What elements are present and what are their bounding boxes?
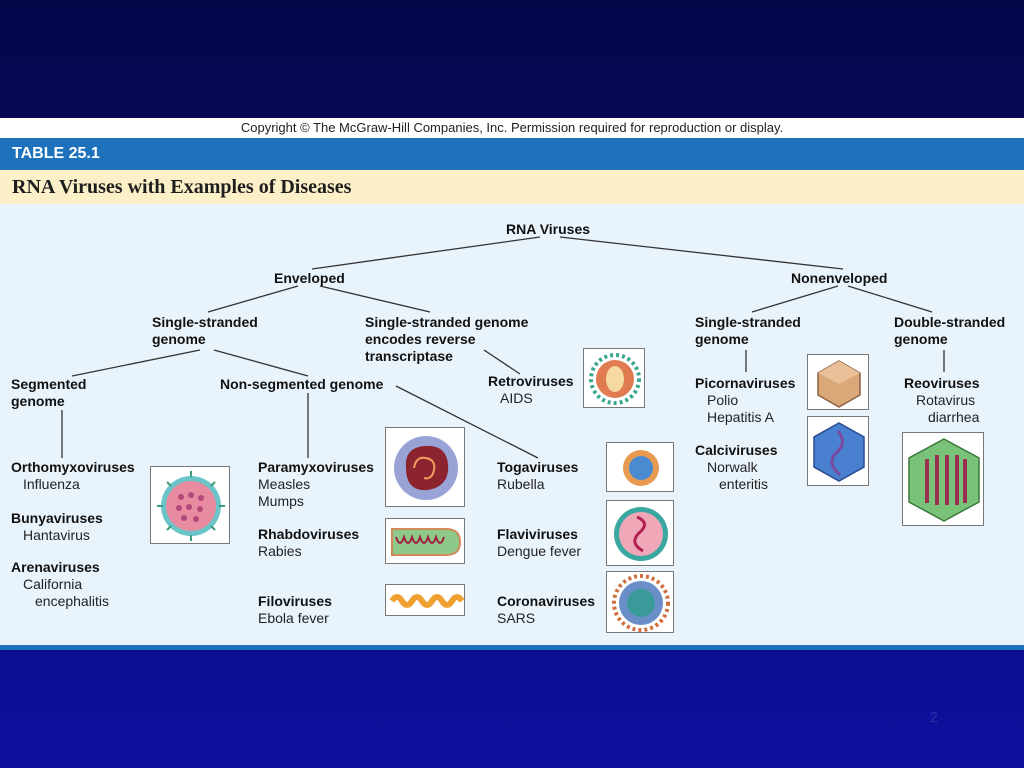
picorna-example-1: Polio — [707, 392, 739, 408]
filo-example: Ebola fever — [258, 610, 329, 626]
copyright-notice: Copyright © The McGraw-Hill Companies, I… — [0, 118, 1024, 138]
paramyxo-name: Paramyxoviruses — [258, 459, 374, 475]
corona-image — [606, 571, 674, 633]
togavirus-icon — [623, 450, 659, 486]
corona-name: Coronaviruses — [497, 593, 596, 609]
bunya-name: Bunyaviruses — [11, 510, 103, 526]
table-panel: Copyright © The McGraw-Hill Companies, I… — [0, 118, 1024, 650]
orthomyxo-name: Orthomyxoviruses — [11, 459, 135, 475]
slide-number: 2 — [929, 709, 938, 726]
rhabdovirus-icon — [391, 528, 462, 556]
orthomyxovirus-icon — [157, 471, 225, 541]
line-env-single — [207, 285, 299, 313]
calci-image — [807, 416, 869, 486]
line-root-enveloped — [311, 236, 541, 270]
table-title: RNA Viruses with Examples of Diseases — [0, 170, 1024, 204]
line-nonseg-toga — [395, 385, 539, 459]
reovirus-icon — [908, 438, 980, 522]
paramyxo-example-1: Measles — [258, 476, 311, 492]
reo-name: Reoviruses — [904, 375, 980, 391]
line-env-rt — [319, 285, 431, 313]
paramyxo-example-2: Mumps — [258, 493, 304, 509]
rhabdo-name: Rhabdoviruses — [258, 526, 360, 542]
rhabdo-image — [385, 518, 465, 564]
line-non-double — [847, 285, 933, 313]
flavi-image — [606, 500, 674, 566]
arena-example-2: encephalitis — [35, 593, 109, 609]
bottom-rule — [0, 645, 1024, 650]
reo-image — [902, 432, 984, 526]
orthomyxo-example: Influenza — [23, 476, 80, 492]
line-rt-retro — [483, 349, 521, 375]
flavi-example: Dengue fever — [497, 543, 582, 559]
calci-name: Calciviruses — [695, 442, 778, 458]
tree-connectors — [61, 236, 945, 459]
toga-example: Rubella — [497, 476, 545, 492]
paramyxo-image — [385, 427, 465, 507]
paramyxovirus-icon — [394, 436, 458, 500]
root-label: RNA Viruses — [506, 221, 591, 237]
enveloped-label: Enveloped — [274, 270, 345, 286]
retro-example: AIDS — [500, 390, 533, 406]
arena-example-1: California — [23, 576, 83, 592]
flavi-name: Flaviviruses — [497, 526, 578, 542]
line-single-nonseg — [213, 349, 309, 377]
nonenveloped-label: Nonenveloped — [791, 270, 888, 286]
bunya-example: Hantavirus — [23, 527, 90, 543]
picorna-image — [807, 354, 869, 410]
calci-example-2: enteritis — [719, 476, 769, 492]
flavivirus-icon — [614, 507, 668, 561]
toga-image — [606, 442, 674, 492]
retrovirus-icon — [589, 353, 641, 405]
line-root-nonenveloped — [559, 236, 844, 270]
picorna-name: Picornaviruses — [695, 375, 796, 391]
toga-name: Togaviruses — [497, 459, 579, 475]
retro-image — [583, 348, 645, 408]
reo-example-1: Rotavirus — [916, 392, 976, 408]
corona-example: SARS — [497, 610, 536, 626]
line-non-single — [751, 285, 839, 313]
picorna-example-2: Hepatitis A — [707, 409, 774, 425]
filo-image — [385, 584, 465, 616]
retro-name: Retroviruses — [488, 373, 574, 389]
table-number: TABLE 25.1 — [0, 138, 1024, 170]
filo-name: Filoviruses — [258, 593, 332, 609]
picornavirus-icon — [817, 360, 861, 408]
rhabdo-example: Rabies — [258, 543, 302, 559]
coronavirus-icon — [612, 574, 670, 632]
reo-example-2: diarrhea — [928, 409, 980, 425]
orthomyxo-image — [150, 466, 230, 544]
line-single-segmented — [71, 349, 201, 377]
arena-name: Arenaviruses — [11, 559, 100, 575]
calci-example-1: Norwalk — [707, 459, 758, 475]
calcivirus-icon — [813, 422, 865, 482]
filovirus-icon — [389, 594, 465, 608]
nonsegmented-label: Non-segmented genome — [220, 376, 384, 392]
